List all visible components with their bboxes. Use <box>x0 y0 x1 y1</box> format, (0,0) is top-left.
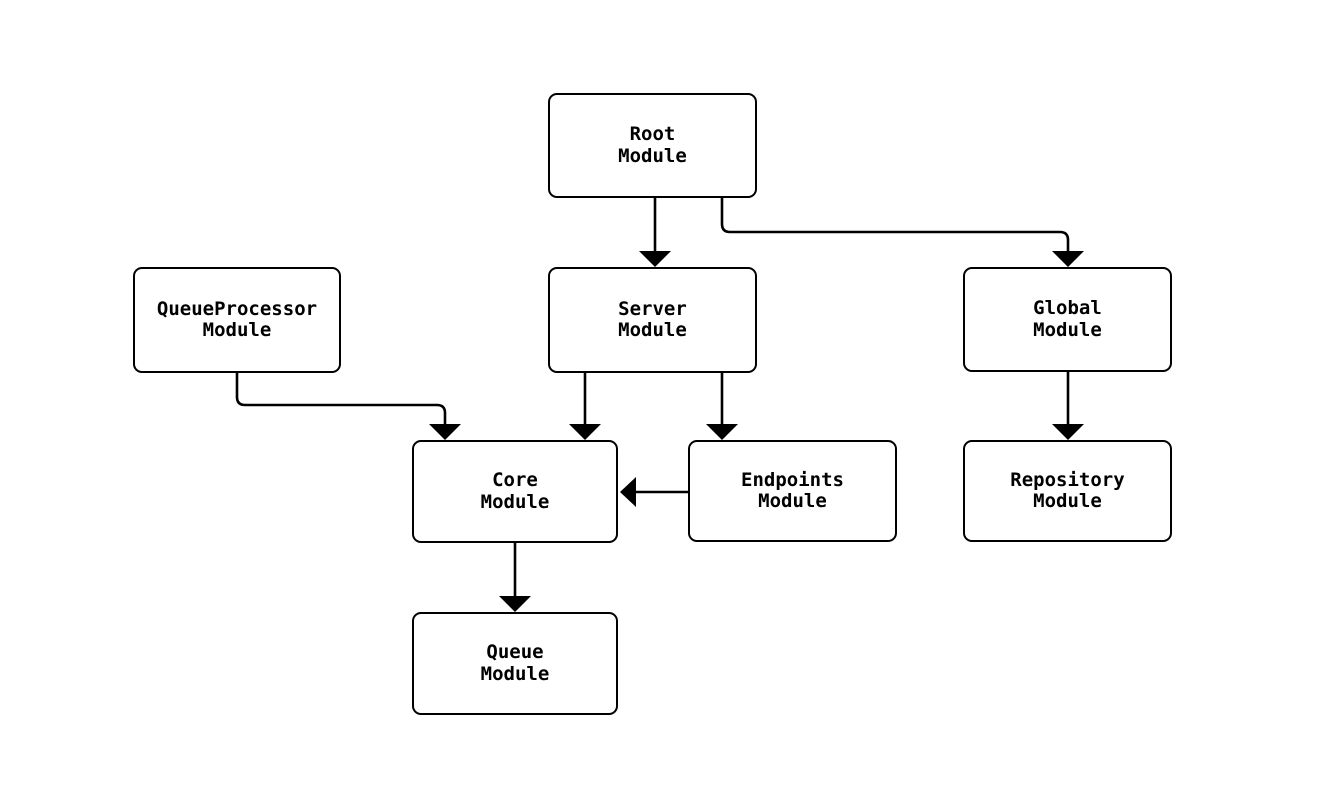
node-label-line: Module <box>480 662 550 685</box>
node-label-line: Module <box>618 144 687 167</box>
edge-endpoints-to-core <box>620 477 688 507</box>
node-repository-module: Repository Module <box>963 440 1172 542</box>
arrowhead-down-icon <box>499 596 531 612</box>
node-queue-module: Queue Module <box>412 612 618 715</box>
arrowhead-down-icon <box>1052 251 1084 267</box>
arrowhead-down-icon <box>429 424 461 440</box>
node-endpoints-module: Endpoints Module <box>688 440 897 542</box>
arrowhead-down-icon <box>639 251 671 267</box>
node-label-line: QueueProcessor <box>156 297 318 320</box>
arrowhead-down-icon <box>569 424 601 440</box>
node-core-module: Core Module <box>412 440 618 543</box>
node-label-line: Endpoints <box>741 468 844 491</box>
node-root-module: Root Module <box>548 93 757 198</box>
edge-queueprocessor-to-core <box>235 373 461 440</box>
node-label-line: Module <box>1033 490 1102 512</box>
edge-server-to-core <box>569 373 601 440</box>
arrowhead-down-icon <box>1052 424 1084 440</box>
edge-global-to-repository <box>1052 372 1084 440</box>
node-label-line: Global <box>1033 297 1102 319</box>
node-label-line: Server <box>618 297 687 320</box>
edge-root-to-global <box>720 198 1084 267</box>
node-label-line: Module <box>618 319 687 341</box>
node-queueprocessor-module: QueueProcessor Module <box>133 267 341 373</box>
edge-server-to-endpoints <box>706 373 738 440</box>
node-label-line: Repository <box>1010 468 1125 491</box>
arrowhead-left-icon <box>620 477 636 507</box>
arrowhead-down-icon <box>706 424 738 440</box>
node-label-line: Core <box>492 469 538 491</box>
edge-root-to-server <box>639 198 671 267</box>
node-global-module: Global Module <box>963 267 1172 372</box>
node-label-line: Root <box>629 123 676 145</box>
node-server-module: Server Module <box>548 267 757 373</box>
node-label-line: Module <box>202 319 272 341</box>
node-label-line: Module <box>1033 318 1102 341</box>
node-label-line: Module <box>758 490 827 512</box>
edge-core-to-queue <box>499 543 531 612</box>
node-label-line: Queue <box>486 641 544 663</box>
node-label-line: Module <box>480 490 550 513</box>
